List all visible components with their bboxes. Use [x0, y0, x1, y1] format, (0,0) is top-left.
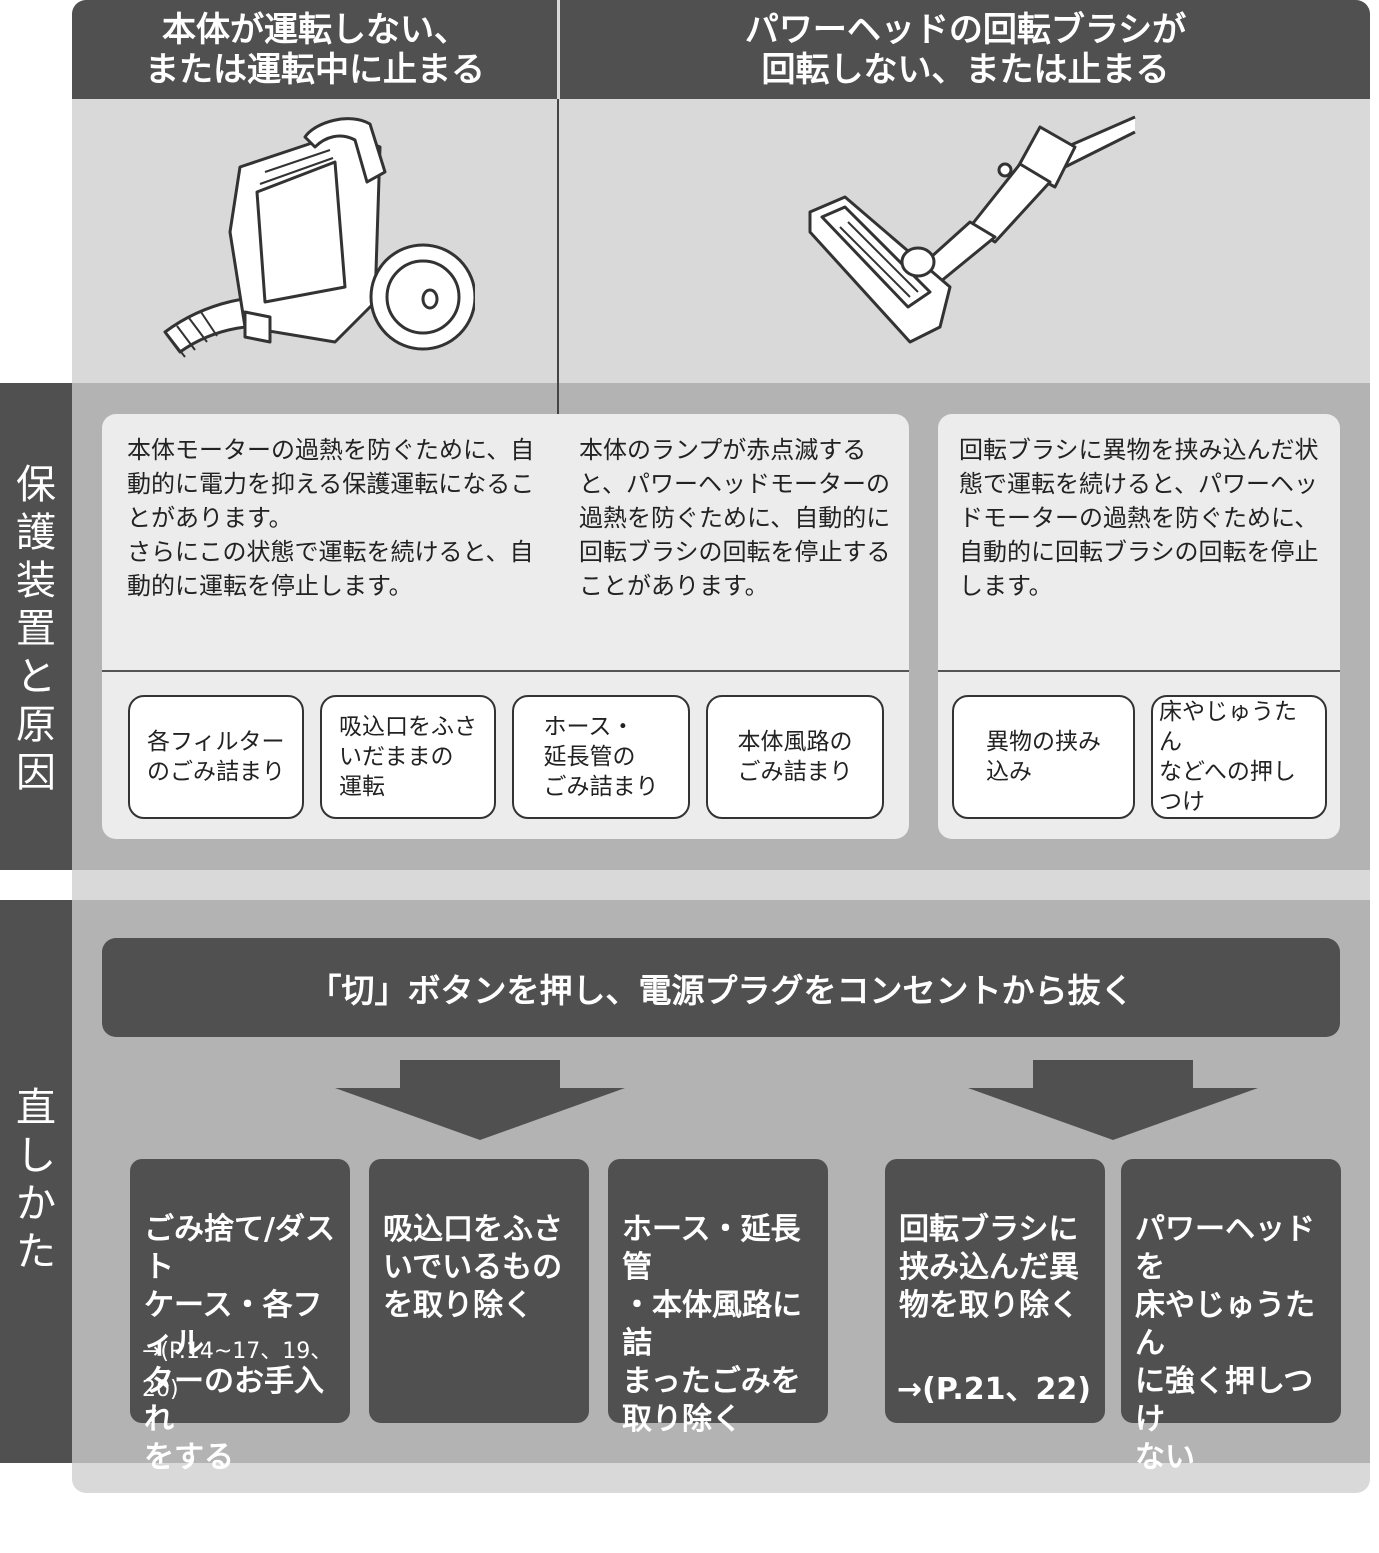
side-bar-fixes: 直しかた [0, 900, 72, 1463]
bottom-band [72, 1463, 1370, 1493]
gap-band [72, 870, 1370, 900]
description-right: 回転ブラシに異物を挟み込んだ状態で運転を続けると、パワーヘッドモーターの過熱を防… [959, 436, 1319, 600]
side-label-causes: 保護装置と原因 [16, 462, 56, 796]
arrow-down-left-icon [335, 1060, 625, 1140]
cause-airway-clog: 本体風路の ごみ詰まり [706, 695, 884, 819]
cause-hose-clog: ホース・ 延長管の ごみ詰まり [512, 695, 690, 819]
header-left-title: 本体が運転しない、 または運転中に止まる [145, 9, 485, 90]
header-bar: 本体が運転しない、 または運転中に止まる パワーヘッドの回転ブラシが 回転しない… [72, 0, 1370, 99]
fix-do-not-press: パワーヘッドを 床やじゅうたん に強く押しつけ ない [1121, 1159, 1341, 1475]
fix-dust-case-care: ごみ捨て/ダスト ケース・各フィル ターのお手入れ をする →(P.14~17、… [130, 1159, 350, 1475]
fix-do-not-press-text: パワーヘッドを 床やじゅうたん に強く押しつけ ない [1135, 1212, 1315, 1475]
fix-remove-foreign-object: 回転ブラシに 挟み込んだ異 物を取り除く →(P.21、22) [885, 1159, 1105, 1423]
fix-remove-foreign-object-ref: →(P.21、22) [897, 1372, 1091, 1407]
header-right-title: パワーヘッドの回転ブラシが 回転しない、または止まる [744, 9, 1187, 90]
fix-remove-clogged-dust-text: ホース・延長管 ・本体風路に詰 まったごみを 取り除く [622, 1212, 802, 1437]
fix-remove-foreign-object-text: 回転ブラシに 挟み込んだ異 物を取り除く [899, 1212, 1079, 1323]
power-head-nozzle-illustration [808, 115, 1136, 344]
fix-remove-blockage: 吸込口をふさ いでいるもの を取り除く [369, 1159, 589, 1423]
side-bar-causes: 保護装置と原因 [0, 383, 72, 870]
side-label-fixes: 直しかた [16, 1085, 56, 1275]
description-middle: 本体のランプが赤点滅すると、パワーヘッドモーターの過熱を防ぐために、自動的に回転… [579, 436, 891, 600]
instruction-bar: 「切」ボタンを押し、電源プラグをコンセントから抜く [102, 938, 1340, 1037]
fix-remove-clogged-dust: ホース・延長管 ・本体風路に詰 まったごみを 取り除く [608, 1159, 828, 1437]
fix-remove-blockage-text: 吸込口をふさ いでいるもの を取り除く [383, 1212, 563, 1323]
column-divider [557, 99, 559, 670]
fix-dust-case-care-text: ごみ捨て/ダスト ケース・各フィル ターのお手入れ をする [144, 1212, 335, 1475]
description-left: 本体モーターの過熱を防ぐために、自動的に電力を抑える保護運転になることがあります… [127, 436, 535, 600]
cause-foreign-object: 異物の挟み 込み [952, 695, 1135, 819]
cause-filter-clog: 各フィルター のごみ詰まり [128, 695, 304, 819]
arrow-down-right-icon [968, 1060, 1258, 1140]
instruction-text: 「切」ボタンを押し、電源プラグをコンセントから抜く [308, 970, 1134, 1010]
left-panel-separator [102, 670, 909, 672]
cause-pressed-on-floor: 床やじゅうたん などへの押し つけ [1151, 695, 1327, 819]
right-panel-separator [938, 670, 1340, 672]
header-divider [557, 0, 560, 99]
canister-vacuum-illustration [163, 117, 475, 358]
cause-blocked-inlet: 吸込口をふさ いだままの 運転 [320, 695, 496, 819]
fix-dust-case-care-ref: →(P.14~17、19、20) [142, 1339, 333, 1402]
